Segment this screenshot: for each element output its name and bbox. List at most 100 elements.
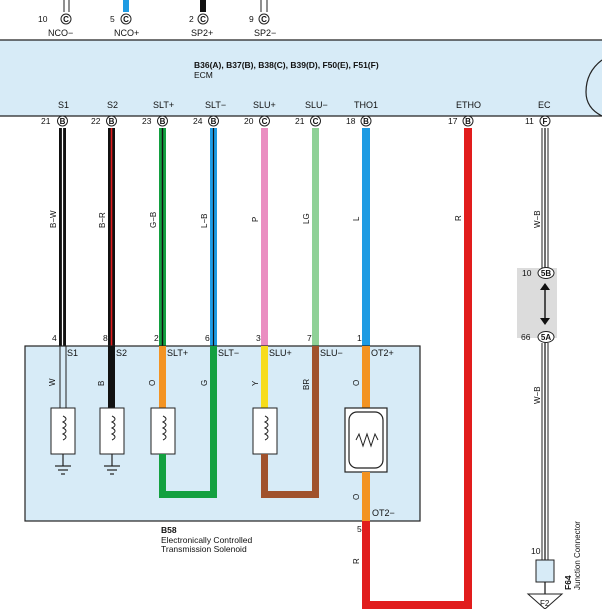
sol-wire-code: BR xyxy=(302,379,311,390)
ecm-module: B36(A), B37(B), B38(C), B39(D), F50(E), … xyxy=(0,39,602,117)
wire-code: LG xyxy=(302,213,311,224)
wire-code: B−R xyxy=(98,212,107,228)
sol-pin-label: OT2− xyxy=(372,508,395,518)
sol-pin-num: 4 xyxy=(52,333,57,343)
sol-wire-code: G xyxy=(200,380,209,386)
sol-pin-label: SLU+ xyxy=(269,348,292,358)
ecm-pin-label: SLU+ xyxy=(253,100,276,110)
ecm-pin-num: 22 xyxy=(91,116,101,126)
sol-wire-code: O xyxy=(148,380,157,386)
wire-tho1 xyxy=(362,128,370,346)
sol-pin-label: SLT− xyxy=(218,348,239,358)
ecm-pin-num: 21 xyxy=(295,116,305,126)
junction-top-conn: 5B xyxy=(541,269,551,278)
top-pin-num: 9 xyxy=(249,14,254,24)
junction-top-num: 10 xyxy=(522,268,532,278)
ecm-to-solenoid-wires xyxy=(59,128,549,609)
sol-pin-label: SLT+ xyxy=(167,348,188,358)
sol-wire-code: R xyxy=(352,558,361,564)
wire-code: G−B xyxy=(149,212,158,228)
ecm-pin-num: 21 xyxy=(41,116,51,126)
top-pin-label: NCO+ xyxy=(114,28,139,38)
ecm-pin-label: SLT− xyxy=(205,100,226,110)
junction-bottom-conn: 5A xyxy=(541,333,551,342)
sol-pin-num: 2 xyxy=(154,333,159,343)
jc-name: Junction Connector xyxy=(573,521,582,590)
coil-s1-icon xyxy=(50,407,76,475)
sol-code: B58 xyxy=(161,525,177,535)
ecm-pin-conn: B xyxy=(465,117,471,126)
wire-code: P xyxy=(251,217,260,222)
wire-code: R xyxy=(454,215,463,221)
sol-pin-num: 3 xyxy=(256,333,261,343)
coil-slt-icon xyxy=(150,407,217,498)
sol-wire-code: Y xyxy=(251,380,260,386)
ecm-subtitle: ECM xyxy=(194,70,213,80)
wire-ot2-minus xyxy=(362,472,370,521)
ecm-pin-num: 20 xyxy=(244,116,254,126)
ecm-pin-conn: B xyxy=(211,117,217,126)
top-pin-num: 10 xyxy=(38,14,48,24)
jc-code: F64 xyxy=(563,575,573,590)
ecm-pin-label: S1 xyxy=(58,100,69,110)
ecm-pin-conn: B xyxy=(60,117,66,126)
wire-etho xyxy=(464,128,472,609)
ecm-pin-num: 18 xyxy=(346,116,356,126)
top-pin-conn: C xyxy=(63,15,69,24)
wire-slu-plus xyxy=(261,128,268,346)
jc-pin: 10 xyxy=(531,546,541,556)
solenoid-module: 4 8 2 6 3 7 1 S1 S2 SLT+ SLT− SLU+ SLU− … xyxy=(24,333,421,554)
jc-ground: F2 xyxy=(540,599,550,608)
sol-name-2: Transmission Solenoid xyxy=(161,544,247,554)
sol-pin-num: 6 xyxy=(205,333,210,343)
junction-connector-f64: 10 F2 F64 Junction Connector xyxy=(526,521,582,609)
wire-slu-minus xyxy=(312,128,319,346)
wire-code: W−B xyxy=(533,386,542,404)
wire-ot2-return: 5 R xyxy=(352,521,472,609)
wire-ec-lower: W−B xyxy=(533,343,549,560)
ecm-pin-label: THO1 xyxy=(354,100,378,110)
wire-code: W−B xyxy=(533,210,542,228)
ecm-edge-curve xyxy=(585,59,602,117)
sol-wire-code: O xyxy=(352,494,361,500)
ecm-bottom-labels: S1 S2 SLT+ SLT− SLU+ SLU− THO1 ETHO EC xyxy=(58,100,551,110)
junction-band xyxy=(517,268,557,338)
top-pin-conn: C xyxy=(200,15,206,24)
sol-name-1: Electronically Controlled xyxy=(161,535,252,545)
sol-pin-label: SLU− xyxy=(320,348,343,358)
sol-wire-code: B xyxy=(97,381,106,386)
ecm-pin-label: ETHO xyxy=(456,100,481,110)
top-pin-label: SP2+ xyxy=(191,28,213,38)
sol-pin-num: 8 xyxy=(103,333,108,343)
top-pin-label: NCO− xyxy=(48,28,73,38)
ecm-pin-num: 24 xyxy=(193,116,203,126)
ecm-title: B36(A), B37(B), B38(C), B39(D), F50(E), … xyxy=(194,60,379,70)
ecm-pin-label: EC xyxy=(538,100,551,110)
ecm-pin-label: S2 xyxy=(107,100,118,110)
ecm-bottom-pins: 21 B 22 B 23 B 24 B 20 C 21 C 18 B 17 B … xyxy=(41,115,551,127)
sol-wire-code: O xyxy=(352,380,361,386)
wire-color-codes: B−W B−R G−B L−B P LG L R W−B xyxy=(49,210,542,228)
wire-code: B−W xyxy=(49,210,58,228)
ecm-pin-num: 11 xyxy=(525,116,534,126)
ecm-pin-conn: F xyxy=(543,117,548,126)
junction-bottom-num: 66 xyxy=(521,332,531,342)
sol-pin-label: S1 xyxy=(67,348,78,358)
thermistor-icon xyxy=(344,407,388,473)
coil-slu-icon xyxy=(252,407,319,498)
coil-s2-icon xyxy=(99,407,125,475)
sol-pin-label: S2 xyxy=(116,348,127,358)
sol-pin-num: 1 xyxy=(357,333,362,343)
ecm-top-wires xyxy=(63,0,268,12)
wire-nco-plus xyxy=(123,0,129,12)
ecm-pin-conn: C xyxy=(262,117,268,126)
wire-code: L xyxy=(352,216,361,221)
ecm-pin-num: 23 xyxy=(142,116,152,126)
ecm-pin-label: SLT+ xyxy=(153,100,174,110)
ecm-pin-conn: B xyxy=(160,117,166,126)
top-pin-num: 2 xyxy=(189,14,194,24)
ecm-pin-conn: B xyxy=(363,117,369,126)
ground-triangle xyxy=(526,593,564,609)
ecm-pin-label: SLU− xyxy=(305,100,328,110)
